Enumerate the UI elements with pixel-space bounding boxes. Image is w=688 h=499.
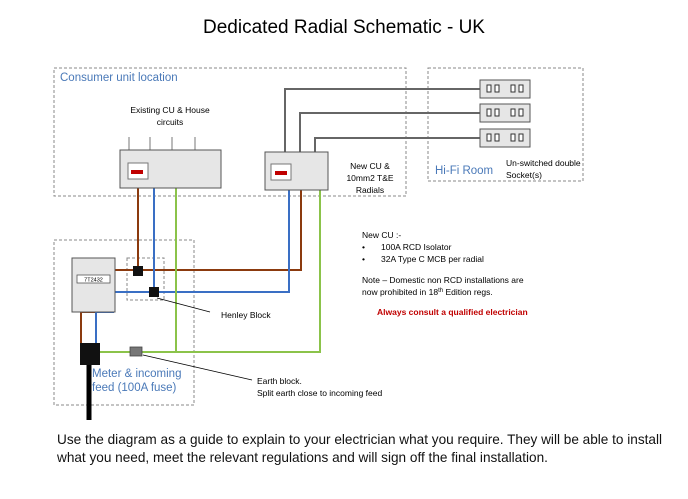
notes-bullet-1: 100A RCD Isolator xyxy=(381,242,452,252)
consumer-unit-region xyxy=(53,67,407,197)
earth-block-label-line1: Earth block. xyxy=(257,376,302,386)
notes-note-line1: Note – Domestic non RCD installations ar… xyxy=(362,275,524,285)
new-cu-notes: New CU :- • 100A RCD Isolator • 32A Type… xyxy=(362,230,528,317)
socket-2 xyxy=(479,103,531,123)
notes-bullet-1-dot: • xyxy=(362,242,365,252)
existing-cu-switch-icon xyxy=(131,170,143,174)
electricity-meter xyxy=(71,257,116,313)
existing-cu-circuit-stubs xyxy=(128,137,196,150)
earth-wire-new-cu xyxy=(176,190,321,353)
notes-note-line2-b: Edition regs. xyxy=(443,287,493,297)
socket-3 xyxy=(479,128,531,148)
meter-label-line2: feed (100A fuse) xyxy=(92,382,177,394)
meter-label-line1: Meter & incoming xyxy=(92,368,181,380)
footer-text: Use the diagram as a guide to explain to… xyxy=(57,432,663,465)
sockets-label-line2: Socket(s) xyxy=(506,170,542,180)
notes-bullet-2-dot: • xyxy=(362,254,365,264)
new-cu-switch-icon xyxy=(275,171,287,175)
henley-pointer xyxy=(156,297,211,313)
notes-note-line2-sup: th xyxy=(438,288,443,294)
new-cu-label-line1: New CU & xyxy=(350,161,390,171)
main-fuse-cutout xyxy=(80,343,100,365)
earth-wire-existing-cu xyxy=(98,188,177,353)
notes-note-line2: now prohibited in 18th Edition regs. xyxy=(362,287,493,297)
socket-1 xyxy=(479,79,531,99)
sockets-label-line1: Un-switched double xyxy=(506,158,581,168)
earth-block xyxy=(129,346,143,357)
hifi-room-label: Hi-Fi Room xyxy=(435,165,493,177)
henley-block-live xyxy=(133,266,143,276)
meter-display xyxy=(76,274,111,284)
notes-bullet-2: 32A Type C MCB per radial xyxy=(381,254,484,264)
henley-region xyxy=(126,257,165,301)
diagram-title: Dedicated Radial Schematic - UK xyxy=(203,17,485,38)
new-cu-label-line2: 10mm2 T&E xyxy=(346,173,393,183)
earth-block-label-line2: Split earth close to incoming feed xyxy=(257,388,382,398)
meter-display-text: 7T2432 xyxy=(84,278,103,284)
henley-block-neutral xyxy=(149,287,159,297)
hifi-room-region xyxy=(427,67,584,182)
meter-region xyxy=(53,239,195,406)
earth-block-pointer xyxy=(142,354,253,381)
existing-cu-label-line2: circuits xyxy=(157,117,183,127)
consumer-unit-label: Consumer unit location xyxy=(60,72,178,84)
notes-note-line2-a: now prohibited in 18 xyxy=(362,287,438,297)
henley-block-label: Henley Block xyxy=(221,310,271,320)
new-cu-label-line3: Radials xyxy=(356,185,384,195)
radial-cables xyxy=(284,88,480,152)
neutral-wire xyxy=(95,190,290,347)
existing-cu-label-line1: Existing CU & House xyxy=(130,105,210,115)
notes-heading: New CU :- xyxy=(362,230,401,240)
warning-text: Always consult a qualified electrician xyxy=(377,307,528,317)
